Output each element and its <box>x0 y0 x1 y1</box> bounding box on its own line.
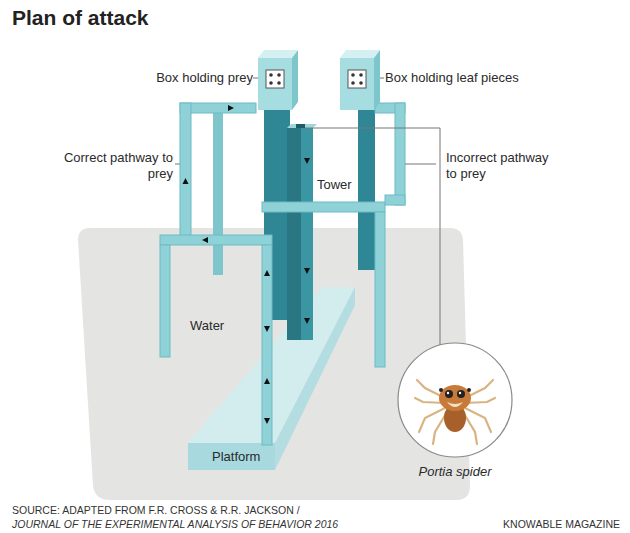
leader-lines <box>175 78 440 346</box>
incorrect-pathway <box>262 103 405 367</box>
pathway-pillar <box>213 113 223 275</box>
callout-caption: Portia spider <box>395 464 515 479</box>
callout-circle <box>395 340 515 460</box>
prey-box <box>258 50 298 110</box>
part-label: Tower <box>317 177 352 193</box>
direction-arrows <box>183 105 311 424</box>
part-label: Box holding prey <box>156 70 253 86</box>
leaf-box <box>340 50 380 110</box>
part-label: Box holding leaf pieces <box>385 70 519 86</box>
source-note: SOURCE: ADAPTED FROM F.R. CROSS & R.R. J… <box>12 503 300 517</box>
spider-callout: Portia spider <box>395 340 515 481</box>
tower <box>287 124 317 340</box>
pathway-label: Correct pathway to prey <box>63 150 173 182</box>
source-note: JOURNAL OF THE EXPERIMENTAL ANALYSIS OF … <box>12 517 338 531</box>
region-label: Water <box>190 318 224 334</box>
correct-pathway <box>160 103 272 445</box>
pathway-label: Incorrect pathway to prey <box>446 150 550 182</box>
diagram-title: Plan of attack <box>12 6 149 30</box>
publisher-credit: KNOWABLE MAGAZINE <box>503 517 620 531</box>
leaf-box-column <box>358 110 375 270</box>
part-label: Platform <box>212 449 260 465</box>
